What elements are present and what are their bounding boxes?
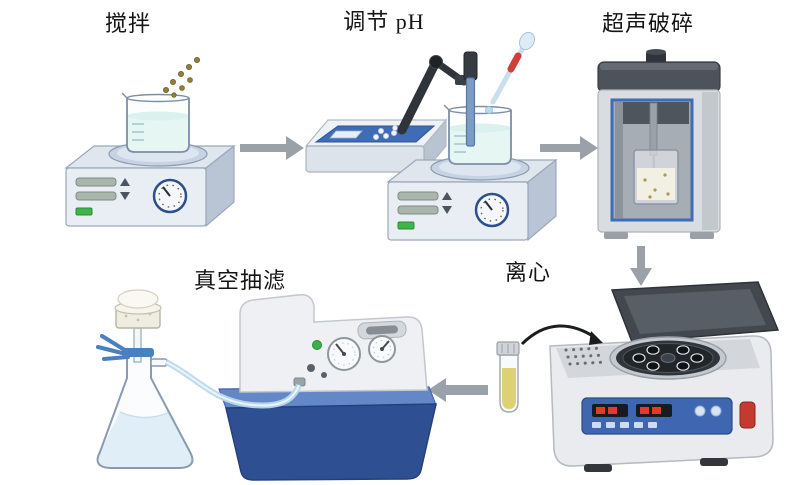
electrode-arm bbox=[397, 55, 475, 135]
station-vacuum-filtration bbox=[96, 289, 437, 481]
ph-meter-display bbox=[329, 130, 363, 139]
filter-funnel bbox=[114, 289, 162, 363]
step-label-ultrasonication: 超声破碎 bbox=[601, 11, 694, 36]
panel-buttons bbox=[592, 422, 657, 428]
cotton-plug bbox=[117, 289, 159, 309]
flask-side-arm bbox=[150, 358, 168, 367]
arrow-tube-into-rotor bbox=[520, 324, 603, 346]
step-label-stirring: 搅拌 bbox=[104, 11, 151, 36]
power-led bbox=[312, 340, 322, 350]
ph-meter bbox=[304, 118, 448, 174]
station-ultrasonication bbox=[597, 49, 721, 239]
magnetic-stirrer bbox=[64, 140, 236, 228]
sample-tube bbox=[496, 341, 520, 413]
sample-particles bbox=[162, 57, 200, 98]
beaker bbox=[443, 104, 512, 165]
sonication-probe bbox=[649, 102, 658, 156]
step-label-centrifugation: 离心 bbox=[504, 260, 551, 285]
keck-clamp bbox=[96, 334, 154, 361]
hose-port bbox=[293, 377, 306, 387]
pressure-gauge bbox=[327, 337, 361, 371]
liquid-drop bbox=[485, 106, 493, 114]
vacuum-tubing bbox=[164, 359, 302, 409]
centrifuge-control-panel bbox=[581, 397, 733, 435]
sample-beaker bbox=[633, 149, 679, 205]
dropper bbox=[485, 31, 535, 114]
arrow-stirring-to-ph bbox=[240, 136, 304, 160]
arrow-centrifuge-to-filtration bbox=[428, 378, 488, 402]
step-label-ph-adjustment: 调节 pH bbox=[343, 9, 425, 34]
rotor-chamber bbox=[609, 336, 727, 380]
station-centrifugation bbox=[496, 281, 780, 472]
ph-electrode bbox=[463, 51, 478, 147]
centrifuge bbox=[549, 281, 780, 472]
arrow-ultrasonic-to-centrifuge bbox=[630, 246, 652, 286]
station-ph-adjustment bbox=[304, 31, 558, 242]
step-label-vacuum-filtration: 真空抽滤 bbox=[193, 268, 286, 293]
carry-handle bbox=[357, 320, 407, 340]
vacuum-pump bbox=[218, 293, 437, 481]
magnetic-stirrer bbox=[386, 154, 558, 242]
speaker-grille bbox=[564, 346, 608, 366]
pump-water-tank bbox=[225, 403, 437, 481]
ultrasonic-disruptor bbox=[597, 49, 721, 239]
filter-flask-assembly bbox=[96, 289, 194, 469]
arrow-ph-to-ultrasonic bbox=[540, 136, 598, 160]
pressure-gauge bbox=[368, 335, 396, 363]
beaker bbox=[121, 92, 190, 153]
station-stirring bbox=[64, 57, 236, 228]
power-button bbox=[739, 401, 756, 429]
erlenmeyer-flask bbox=[96, 351, 194, 469]
